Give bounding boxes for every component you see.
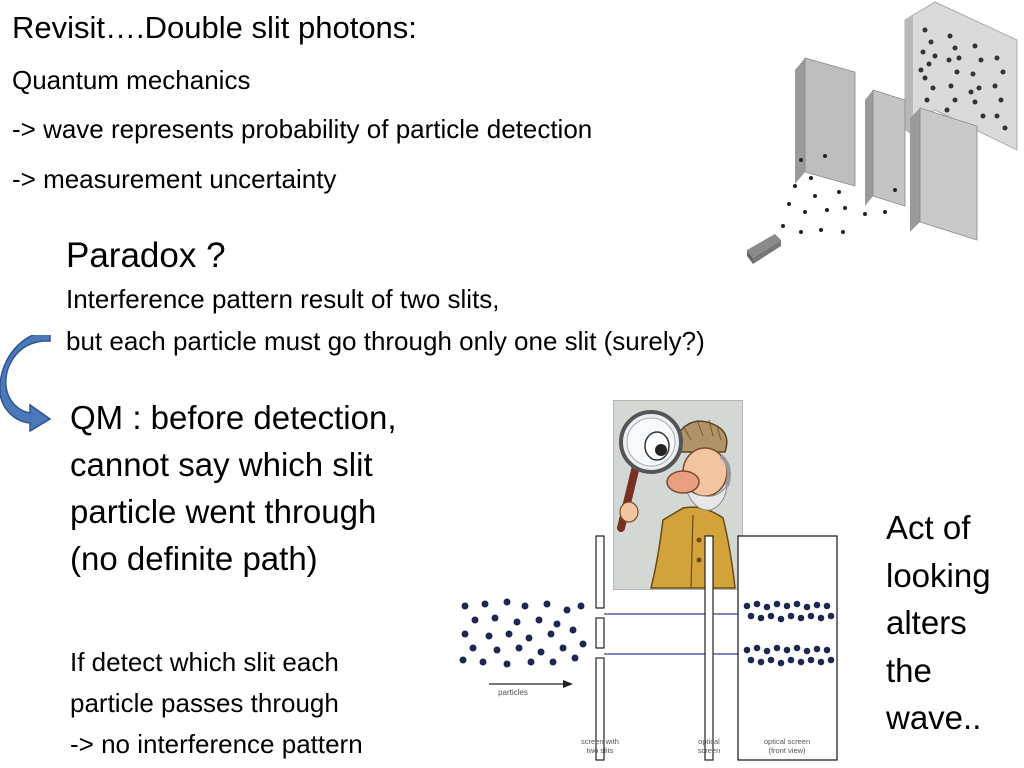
act-line-4: the	[886, 651, 932, 689]
qm-line-1: QM : before detection,	[70, 399, 397, 436]
optical-screen-label-2: screen	[698, 746, 721, 755]
detect-explanation: If detect which slit each particle passe…	[70, 642, 363, 765]
optical-screen-label-1: optical	[698, 737, 720, 746]
paradox-line-1: Interference pattern result of two slits…	[66, 284, 500, 314]
optical-screen-front-label-1: optical screen	[764, 737, 810, 746]
bullet-measurement-uncertainty: -> measurement uncertainty	[12, 164, 337, 194]
qm-line-2: cannot say which slit	[70, 446, 373, 483]
slit-screen	[595, 535, 605, 761]
bullet-wave-probability: -> wave represents probability of partic…	[12, 114, 593, 144]
optical-screen-front-label-2: (front view)	[768, 746, 806, 755]
qm-line-4: (no definite path)	[70, 540, 318, 577]
act-line-5: wave..	[886, 699, 982, 736]
particle-cloud	[459, 598, 587, 668]
detect-line-2: particle passes through	[70, 688, 339, 718]
curved-arrow-icon	[0, 335, 52, 433]
bullet-quantum-mechanics: Quantum mechanics	[12, 65, 251, 95]
detection-band-top	[743, 600, 835, 623]
double-slit-3d-illustration	[747, 1, 1018, 264]
detect-line-3: -> no interference pattern	[70, 729, 363, 759]
screen-two-slits-label-2: two slits	[587, 746, 614, 755]
detection-band-bottom	[743, 644, 835, 667]
qm-line-3: particle went through	[70, 493, 377, 530]
act-line-3: alters	[886, 604, 967, 641]
slide-title: Revisit….Double slit photons:	[12, 10, 417, 45]
act-of-looking: Act of looking alters the wave..	[886, 504, 991, 742]
act-line-1: Act of	[886, 509, 971, 546]
screen-two-slits-label-1: screen with	[581, 737, 619, 746]
double-slit-diagram: particles screen with two slits optical …	[459, 535, 838, 761]
paradox-heading: Paradox ?	[66, 236, 226, 275]
act-line-2: looking	[886, 556, 991, 594]
paradox-line-2: but each particle must go through only o…	[66, 326, 705, 356]
detective-magnifier-illustration	[613, 400, 743, 590]
detect-line-1: If detect which slit each	[70, 647, 339, 677]
optical-screen	[704, 535, 714, 761]
particles-label: particles	[498, 688, 528, 697]
qm-explanation: QM : before detection, cannot say which …	[70, 394, 397, 582]
